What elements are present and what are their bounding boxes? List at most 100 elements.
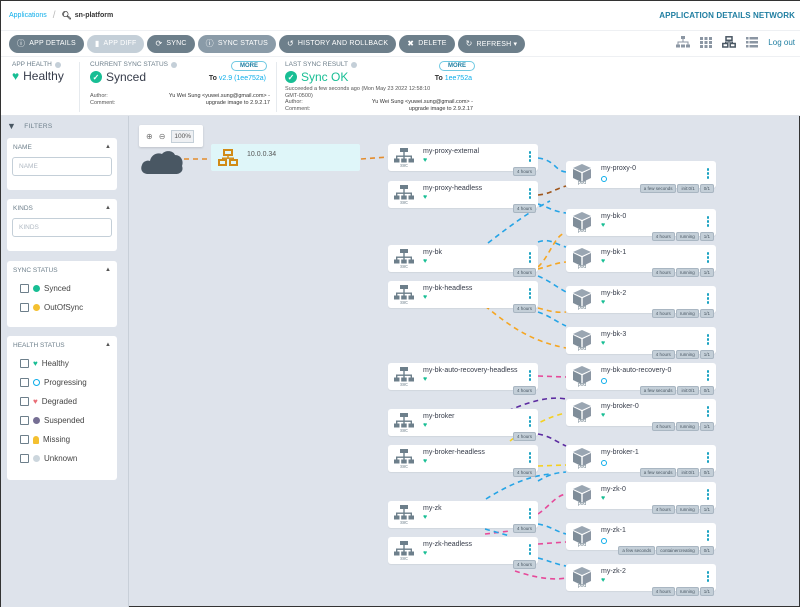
history-rollback-button[interactable]: ↺HISTORY AND ROLLBACK [279, 34, 397, 53]
info-icon[interactable] [171, 61, 178, 68]
node-menu-icon[interactable] [528, 544, 531, 555]
refresh-button[interactable]: ↻REFRESH ▾ [457, 34, 526, 53]
checkbox[interactable] [20, 284, 29, 293]
zoom-out-icon[interactable]: ⊖ [158, 131, 166, 141]
ready-tag: 1/1 [699, 309, 714, 318]
current-sync-more-button[interactable]: MORE [231, 61, 267, 71]
node-menu-icon[interactable] [528, 416, 531, 427]
checkbox[interactable] [20, 435, 29, 444]
service-node[interactable]: svc my-broker ♥ 4 hours [388, 409, 538, 441]
node-menu-icon[interactable] [706, 370, 709, 381]
filter-option-progressing[interactable]: Progressing [7, 373, 117, 392]
checkbox[interactable] [20, 359, 29, 368]
zoom-reset-button[interactable]: 100% [171, 129, 195, 143]
filter-icon[interactable]: ▼ [7, 121, 17, 131]
name-filter: NAME▲ NAME [7, 138, 117, 190]
checkbox[interactable] [20, 303, 29, 312]
info-icon[interactable] [54, 61, 61, 68]
node-menu-icon[interactable] [706, 571, 709, 582]
ready-tag: 0/1 [699, 386, 714, 395]
service-node[interactable]: svc my-broker-headless ♥ 4 hours [388, 445, 538, 477]
node-menu-icon[interactable] [706, 334, 709, 345]
network-graph[interactable]: ⊕ ⊖ 100% 10.0.0.34 svc my-proxy-external… [130, 116, 800, 607]
service-node[interactable]: svc my-bk ♥ 4 hours [388, 245, 538, 277]
pods-view-icon[interactable] [700, 36, 713, 48]
service-node[interactable]: svc my-proxy-external ♥ 4 hours [388, 144, 538, 176]
info-icon[interactable] [350, 61, 357, 68]
filter-option-outofsync[interactable]: OutOfSync [7, 298, 117, 317]
filter-option-suspended[interactable]: Suspended [7, 411, 117, 430]
logout-link[interactable]: Log out [768, 37, 795, 47]
age-tag: 4 hours [512, 167, 536, 176]
sync-button[interactable]: ⟳SYNC [147, 34, 195, 53]
node-menu-icon[interactable] [706, 406, 709, 417]
breadcrumb-current[interactable]: 🔍︎ sn-platform [62, 11, 114, 20]
node-menu-icon[interactable] [528, 370, 531, 381]
node-kind: svc [400, 382, 408, 388]
list-view-icon[interactable] [746, 36, 759, 48]
filter-option-synced[interactable]: Synced [7, 279, 117, 298]
node-menu-icon[interactable] [706, 216, 709, 227]
tree-view-icon[interactable] [676, 36, 691, 48]
collapse-icon[interactable]: ▲ [105, 267, 111, 273]
network-view-icon[interactable] [722, 36, 737, 48]
revision-link[interactable]: v2.9 (1ee752a) [218, 75, 266, 82]
collapse-icon[interactable]: ▲ [105, 205, 111, 211]
history-icon: ↺ [287, 39, 294, 48]
checkbox[interactable] [20, 397, 29, 406]
node-menu-icon[interactable] [706, 168, 709, 179]
collapse-icon[interactable]: ▲ [105, 342, 111, 348]
ingress-ip-node[interactable]: 10.0.0.34 [211, 144, 360, 171]
kinds-filter-input[interactable]: KINDS [12, 218, 112, 237]
file-icon: ▮ [94, 39, 100, 48]
checkbox[interactable] [20, 378, 29, 387]
zoom-in-icon[interactable]: ⊕ [146, 131, 153, 141]
node-menu-icon[interactable] [706, 452, 709, 463]
node-menu-icon[interactable] [528, 188, 531, 199]
filter-option-unknown[interactable]: Unknown [7, 449, 117, 468]
service-node[interactable]: svc my-proxy-headless ♥ 4 hours [388, 181, 538, 213]
node-menu-icon[interactable] [528, 452, 531, 463]
node-menu-icon[interactable] [528, 151, 531, 162]
filter-option-degraded[interactable]: ♥Degraded [7, 392, 117, 411]
node-kind: pod [577, 346, 587, 352]
service-node[interactable]: svc my-bk-headless ♥ 4 hours [388, 281, 538, 313]
node-menu-icon[interactable] [706, 293, 709, 304]
ready-tag: 1/1 [699, 232, 714, 241]
filter-option-healthy[interactable]: ♥Healthy [7, 354, 117, 373]
collapse-icon[interactable]: ▲ [105, 144, 111, 150]
node-menu-icon[interactable] [528, 252, 531, 263]
ghost-icon [33, 435, 39, 444]
delete-button[interactable]: ✖DELETE [399, 34, 455, 53]
node-menu-icon[interactable] [706, 252, 709, 263]
checkbox[interactable] [20, 454, 29, 463]
breadcrumb-applications[interactable]: Applications [9, 12, 47, 19]
node-menu-icon[interactable] [706, 530, 709, 541]
name-filter-input[interactable]: NAME [12, 157, 112, 176]
checkbox[interactable] [20, 416, 29, 425]
status-tag: init:0/1 [677, 386, 699, 395]
node-menu-icon[interactable] [528, 288, 531, 299]
revision-link[interactable]: 1ee752a [444, 75, 472, 82]
node-menu-icon[interactable] [706, 489, 709, 500]
service-node[interactable]: svc my-zk ♥ 4 hours [388, 501, 538, 533]
service-node[interactable]: svc my-zk-headless ♥ 4 hours [388, 537, 538, 569]
service-node[interactable]: svc my-bk-auto-recovery-headless ♥ 4 hou… [388, 363, 538, 395]
app-diff-button[interactable]: ▮APP DIFF [86, 34, 145, 53]
filter-option-missing[interactable]: Missing [7, 430, 117, 449]
last-sync-more-button[interactable]: MORE [439, 61, 475, 71]
node-menu-icon[interactable] [528, 508, 531, 519]
